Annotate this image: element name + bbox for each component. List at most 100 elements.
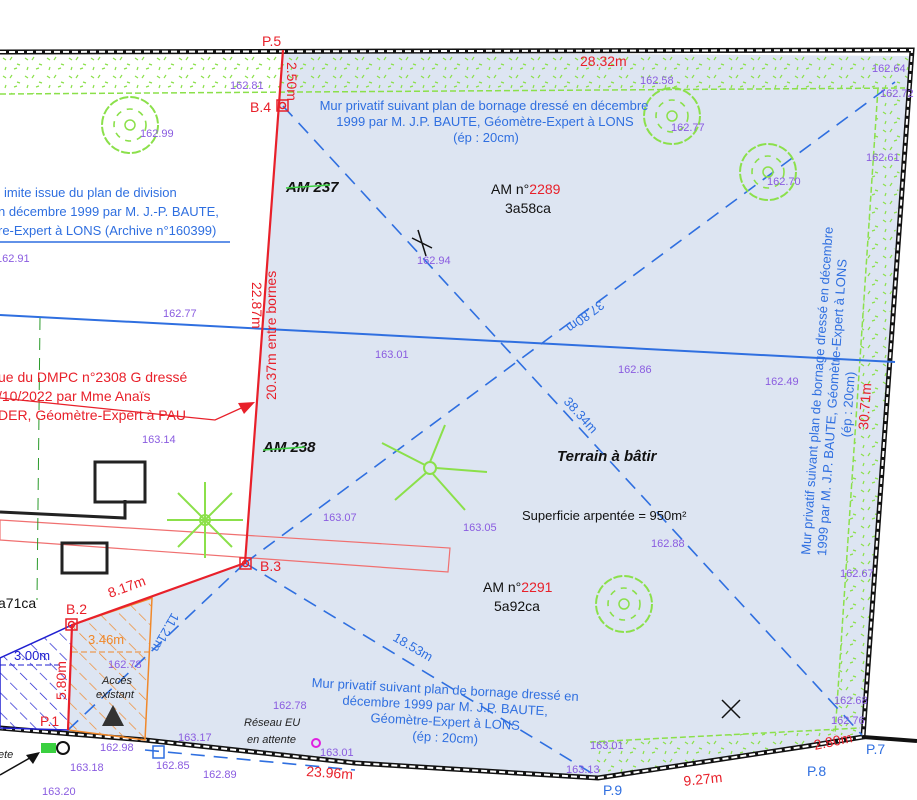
altitude-label: 162.98 [100,742,134,754]
dim-22-87: 22.87m [249,282,265,329]
altitude-label: 162.78 [273,700,307,712]
note-line: Réseau EU [244,717,300,729]
boundary-markers [65,99,289,631]
terrain-a-batir-label: Terrain à bâtir [557,448,658,465]
altitude-label: 163.07 [323,512,357,524]
altitude-label: 162.89 [203,769,237,781]
note-line: re-Expert à LONS (Archive n°160399) [0,223,216,238]
altitude-label: 162.49 [765,376,799,388]
dmpc-arrow-icon [238,402,255,414]
note-wall-bottom: Mur privatif suivant plan de bornage dre… [311,675,579,747]
parcel-2291-area: 5a92ca [494,598,540,614]
note-acces-existant: Accès existant [96,675,135,701]
altitude-label: 162.70 [767,176,801,188]
diagonals [67,81,896,778]
note-line: (ép : 20cm) [453,130,519,145]
altitude-label: 163.13 [566,764,600,776]
cadastral-am-237: AM 237 [285,179,339,196]
altitude-label: 163.01 [320,747,354,759]
note-line: /10/2022 par Mme Anaïs [0,388,151,404]
note-line: ue du DMPC n°2308 G dressé [0,369,187,385]
parcel-2289-area: 3a58ca [505,200,551,216]
note-line: DER, Géomètre-Expert à PAU [0,407,186,423]
point-b4: B.4 [250,99,271,115]
altitude-label: 163.20 [42,786,76,798]
shrub-icon [167,482,243,558]
dim-23-96: 23.96m [306,763,354,782]
altitude-label: 162.72 [880,88,914,100]
altitude-label: 163.17 [178,732,212,744]
altitude-label: 162.68 [834,695,868,707]
altitude-label: 162.94 [417,255,451,267]
parcel-number: 2291 [521,579,552,595]
altitude-label: 162.78 [108,659,142,671]
dim-8-17: 8.17m [106,572,148,600]
grass-strip-top [0,55,912,94]
superficie-label: Superficie arpentée = 950m² [522,508,687,523]
note-line: (ép : 20cm) [412,728,478,746]
altitude-label: 162.64 [872,63,906,75]
dim-9-27: 9.27m [683,769,723,789]
altitude-label: 162.85 [156,760,190,772]
boundary-walls [0,47,917,781]
manhole-icon [56,741,70,755]
note-line: Accès [101,675,132,687]
green-axis-line [36,317,41,601]
altitude-label: 162.77 [671,122,705,134]
parcel-prefix: AM n° [491,181,529,197]
point-p1: P.1 [40,713,59,729]
point-p8: P.8 [807,763,826,779]
palm-tree-icon [381,424,488,511]
parcel-2289-number: AM n°2289 [491,181,561,197]
road-outline [0,519,451,573]
point-p9: P.9 [603,782,622,798]
dim-28-32: 28.32m [580,53,627,69]
parcel-2291-number: AM n°2291 [483,579,553,595]
note-line: Mur privatif suivant plan de bornage dre… [320,98,649,113]
altitude-label: 162.67 [840,568,874,580]
point-p5: P.5 [262,33,281,49]
note-line: n décembre 1999 par M. J.-P. BAUTE, [0,204,219,219]
note-limit-division: imite issue du plan de division n décemb… [0,185,219,238]
note-line: en attente [247,734,296,746]
survey-cross-icon [411,229,741,719]
altitude-label: 162.58 [640,75,674,87]
left-parcel-area: a71ca [0,595,36,611]
altitude-label: 163.14 [142,434,176,446]
cadastral-link-line [285,184,331,189]
dim-5-80: 5.80m [53,661,69,700]
altitude-label: 163.05 [463,522,497,534]
dim-20-37: 20.37m entre bornes [263,271,279,400]
buildings [0,460,147,575]
altitude-label: 162.99 [140,128,174,140]
drain-icon [152,745,165,759]
access-arrow-icon [102,705,124,726]
grass-strip-right [835,88,905,735]
left-small-note: ete [0,749,13,761]
note-line: (ép : 20cm) [838,371,858,438]
pointer-arrow-icon [26,752,40,764]
point-p7: P.7 [866,741,885,757]
dim-3-46: 3.46m [88,632,124,647]
dim-30-71: 30.71m [855,383,874,431]
note-line: existant [96,689,135,701]
altitude-label: 162.76 [831,715,865,727]
altitude-label: 163.01 [375,349,409,361]
altitude-label: 162.77 [163,308,197,320]
dim-2-50: 2.50m [284,62,300,101]
parcel-prefix: AM n° [483,579,521,595]
grass-strip-bottom [590,728,860,778]
altitude-label: 163.01 [590,740,624,752]
parcel-terrain-a-batir [68,52,912,778]
point-b3: B.3 [260,558,281,574]
dim-3-00: 3.00m [14,648,50,663]
altitude-label: 163.18 [70,762,104,774]
limit-line [0,314,896,363]
tree-icon [101,96,159,154]
point-b2: B.2 [66,601,87,617]
dim-2-80: 2.80m [812,729,853,753]
altitude-label: 162.86 [618,364,652,376]
altitude-label: 162.61 [866,152,900,164]
note-line: 1999 par M. J.P. BAUTE, Géomètre-Expert … [336,114,634,129]
